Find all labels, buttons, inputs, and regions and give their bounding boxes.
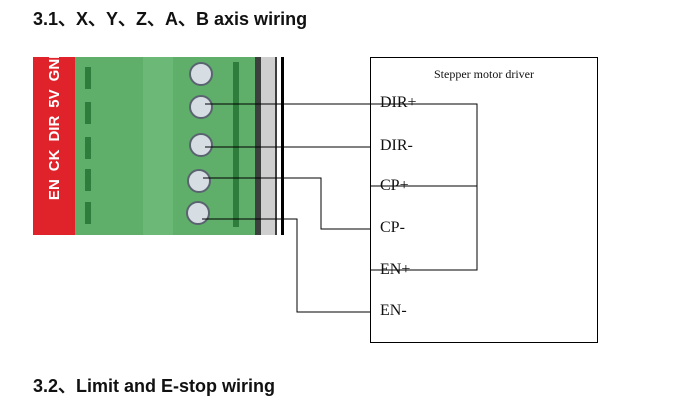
wire-cp-minus [203, 177, 370, 230]
pin-cp-plus: CP+ [380, 177, 409, 194]
pin-en-minus: EN- [380, 302, 407, 319]
section-heading-limit-estop: 3.2、Limit and E-stop wiring [33, 376, 276, 396]
pin-cp-minus: CP- [380, 219, 405, 236]
terminal-block-photo: GND 5V DIR CK EN [33, 48, 285, 235]
driver-box [370, 57, 598, 343]
section-heading-axis-wiring: 3.1、X、Y、Z、A、B axis wiring [33, 9, 308, 29]
pin-dir-minus: DIR- [380, 137, 413, 154]
pin-en-plus: EN+ [380, 261, 411, 278]
driver-title: Stepper motor driver [434, 67, 534, 81]
wire-dir-plus [205, 103, 478, 271]
pin-dir-plus: DIR+ [380, 94, 417, 111]
wire-en-minus [202, 218, 370, 313]
